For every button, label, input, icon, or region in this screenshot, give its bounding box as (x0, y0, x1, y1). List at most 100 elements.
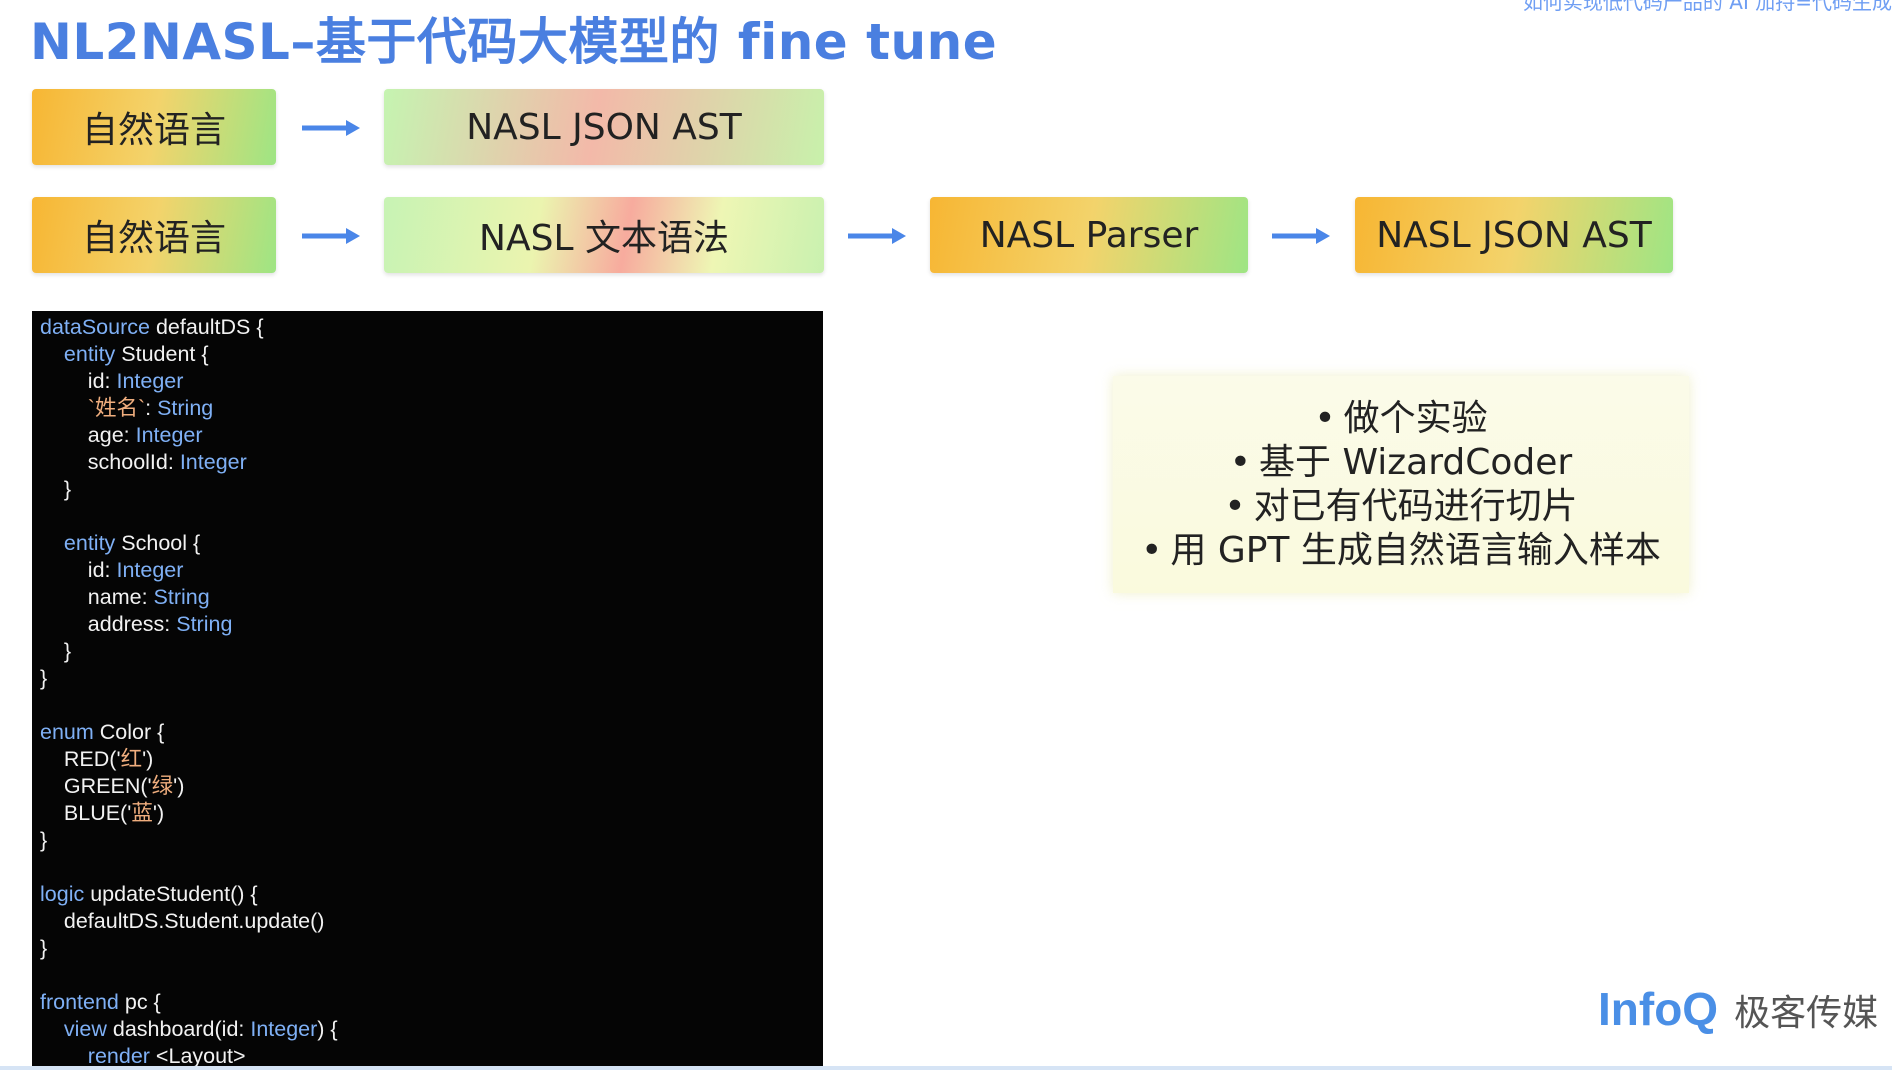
bullet-icon: • (1141, 529, 1163, 571)
code-token: name: (40, 585, 154, 609)
code-line: } (40, 638, 823, 665)
code-line (40, 503, 823, 530)
code-line: name: String (40, 584, 823, 611)
code-token: Integer (179, 450, 247, 474)
code-token: 绿 (151, 774, 174, 798)
note-item: •对已有代码进行切片 (1224, 485, 1577, 529)
code-line: } (40, 935, 823, 962)
code-token: ') (152, 801, 165, 825)
code-token: logic (40, 882, 85, 906)
row1-natural-language-box: 自然语言 (32, 89, 276, 165)
code-token (40, 1017, 64, 1041)
code-line: } (40, 476, 823, 503)
code-token: render (87, 1044, 150, 1068)
code-token: GREEN(' (40, 774, 152, 798)
code-line: render <Layout> (40, 1043, 823, 1070)
note-item: •基于 WizardCoder (1230, 441, 1572, 485)
code-token: frontend (40, 990, 119, 1014)
code-token (40, 531, 64, 555)
code-token: String (157, 396, 214, 420)
code-token: id: (40, 558, 117, 582)
code-token: ') (142, 747, 154, 771)
code-token: Color { (93, 720, 165, 744)
code-token: School { (115, 531, 201, 555)
note-text: 用 GPT 生成自然语言输入样本 (1170, 529, 1661, 571)
code-token: } (40, 666, 48, 690)
code-token: defaultDS.Student.update() (40, 909, 325, 933)
code-token: RED(' (40, 747, 121, 771)
note-text: 做个实验 (1343, 397, 1488, 439)
code-line: } (40, 827, 823, 854)
code-token: BLUE(' (40, 801, 132, 825)
code-token (40, 396, 88, 420)
code-token: String (153, 585, 210, 609)
code-line: entity School { (40, 530, 823, 557)
code-line: RED('红') (40, 746, 823, 773)
code-line: schoolId: Integer (40, 449, 823, 476)
experiment-notes-box: •做个实验 •基于 WizardCoder •对已有代码进行切片 •用 GPT … (1113, 376, 1689, 593)
code-token: entity (63, 531, 116, 555)
row2-natural-language-box: 自然语言 (32, 197, 276, 273)
code-token: pc { (118, 990, 161, 1014)
code-line: `姓名`: String (40, 395, 823, 422)
row2-arrow-3-icon (1272, 228, 1330, 244)
code-token (40, 342, 64, 366)
code-line (40, 962, 823, 989)
bullet-icon: • (1224, 485, 1246, 527)
code-token (40, 1044, 88, 1068)
bottom-divider (0, 1066, 1892, 1070)
top-caption: 如何实现低代码产品的 AI 加持=代码生成 (1522, 0, 1892, 14)
code-line: } (40, 665, 823, 692)
code-token: dataSource (40, 315, 150, 339)
code-token: String (176, 612, 233, 636)
row2-nasl-json-ast-box: NASL JSON AST (1355, 197, 1673, 273)
code-token: dashboard(id: (106, 1017, 251, 1041)
code-line: logic updateStudent() { (40, 881, 823, 908)
code-token: enum (40, 720, 94, 744)
code-token: } (40, 828, 48, 852)
slide-title: NL2NASL–基于代码大模型的 fine tune (30, 13, 998, 71)
note-item: •做个实验 (1314, 397, 1487, 441)
code-token: Integer (116, 369, 184, 393)
code-line: defaultDS.Student.update() (40, 908, 823, 935)
code-token: schoolId: (40, 450, 180, 474)
note-text: 对已有代码进行切片 (1253, 485, 1578, 527)
code-line: enum Color { (40, 719, 823, 746)
code-token: : (145, 396, 158, 420)
nasl-code-block: dataSource defaultDS { entity Student { … (32, 311, 823, 1070)
code-token: } (40, 477, 72, 501)
row1-nasl-json-ast-box: NASL JSON AST (384, 89, 824, 165)
code-token: `姓名` (87, 396, 146, 420)
code-line: frontend pc { (40, 989, 823, 1016)
code-line: id: Integer (40, 557, 823, 584)
code-token: } (40, 639, 72, 663)
row2-nasl-text-syntax-box: NASL 文本语法 (384, 197, 824, 273)
code-token: age: (40, 423, 136, 447)
code-line: BLUE('蓝') (40, 800, 823, 827)
note-text: 基于 WizardCoder (1259, 441, 1573, 483)
bullet-icon: • (1229, 441, 1252, 483)
code-line: dataSource defaultDS { (40, 314, 823, 341)
code-token: 蓝 (131, 801, 153, 825)
code-token: } (40, 936, 48, 960)
code-token: ) { (317, 1017, 338, 1041)
code-token: 红 (120, 747, 143, 771)
code-token: address: (40, 612, 177, 636)
code-token: view (63, 1017, 107, 1041)
code-token: ') (173, 774, 185, 798)
code-token: Student { (115, 342, 209, 366)
code-line: view dashboard(id: Integer) { (40, 1016, 823, 1043)
row1-arrow-1-icon (302, 120, 360, 136)
code-line: address: String (40, 611, 823, 638)
note-item: •用 GPT 生成自然语言输入样本 (1141, 529, 1661, 573)
row2-arrow-1-icon (302, 228, 360, 244)
code-token: Integer (116, 558, 184, 582)
row2-arrow-2-icon (848, 228, 906, 244)
code-line (40, 692, 823, 719)
code-token: Integer (135, 423, 203, 447)
code-token: updateStudent() { (84, 882, 258, 906)
code-token: id: (40, 369, 117, 393)
code-line: GREEN('绿') (40, 773, 823, 800)
